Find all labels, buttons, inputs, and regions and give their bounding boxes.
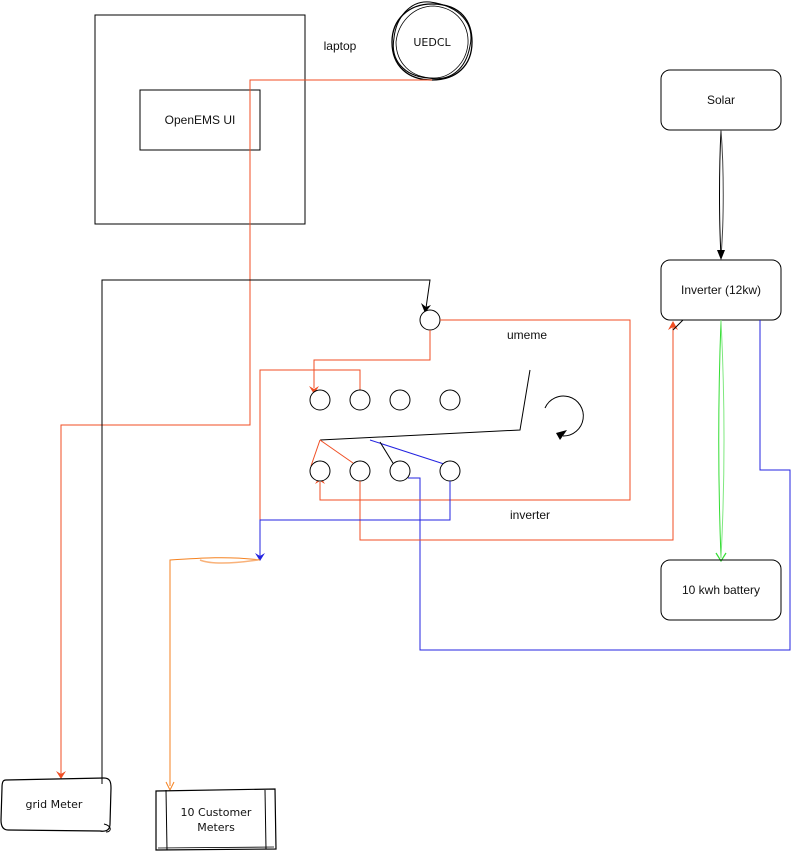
- battery-box[interactable]: [660, 559, 782, 621]
- arrowhead-inverter-battery: [715, 552, 727, 563]
- bottom-terminal-2[interactable]: [349, 460, 371, 482]
- laptop-label: laptop: [324, 39, 357, 53]
- bottom-terminal-1[interactable]: [309, 460, 331, 482]
- customer-meters-node[interactable]: [155, 788, 277, 851]
- bottom-terminal-3[interactable]: [389, 460, 411, 482]
- umeme-input-terminal[interactable]: [419, 309, 441, 331]
- laptop-box[interactable]: [94, 14, 306, 225]
- edge-inverter-battery: [718, 319, 722, 559]
- switch-top-row: [309, 389, 461, 411]
- edge-gridmeter-umeme: [101, 279, 431, 784]
- edge-bottom2-inverter: [359, 325, 674, 541]
- customer-meters-label-line1: 10 Customer: [181, 806, 252, 819]
- openems-ui-label: OpenEMS UI: [165, 113, 236, 127]
- top-terminal-1[interactable]: [309, 389, 331, 411]
- inverter-label: Inverter (12kw): [681, 283, 761, 297]
- grid-meter-label: grid Meter: [26, 798, 83, 811]
- inverter-section-label: inverter: [510, 508, 550, 522]
- edge-solar-inverter: [719, 129, 722, 257]
- switch-lever[interactable]: [319, 369, 531, 441]
- customer-meters-label-line2: Meters: [197, 821, 235, 834]
- battery-label: 10 kwh battery: [682, 583, 760, 597]
- edge-umeme-top1: [313, 330, 431, 388]
- openems-ui-box[interactable]: [139, 89, 261, 151]
- rotate-clockwise-icon: [544, 395, 584, 437]
- switch-bottom-row: [309, 460, 461, 482]
- solar-label: Solar: [707, 93, 735, 107]
- umeme-label: umeme: [507, 328, 547, 342]
- edge-umeme-bottom1: [319, 319, 631, 501]
- uedcl-label: UEDCL: [413, 36, 451, 49]
- edge-feed-customer: [169, 557, 261, 786]
- edge-uedcl-gridmeter: [60, 79, 432, 774]
- top-terminal-2[interactable]: [349, 389, 371, 411]
- arrowhead-gridmeter: [56, 771, 66, 779]
- edge-top2-customer: [259, 369, 361, 560]
- arrowhead-umeme: [421, 303, 431, 313]
- edge-bottom4-customer: [259, 481, 451, 556]
- arrowhead-solar-inverter: [717, 250, 725, 260]
- grid-meter-node[interactable]: [0, 777, 112, 833]
- bottom-terminal-4[interactable]: [439, 460, 461, 482]
- top-terminal-4[interactable]: [439, 389, 461, 411]
- top-terminal-3[interactable]: [389, 389, 411, 411]
- edge-neutral-loop: [408, 320, 791, 651]
